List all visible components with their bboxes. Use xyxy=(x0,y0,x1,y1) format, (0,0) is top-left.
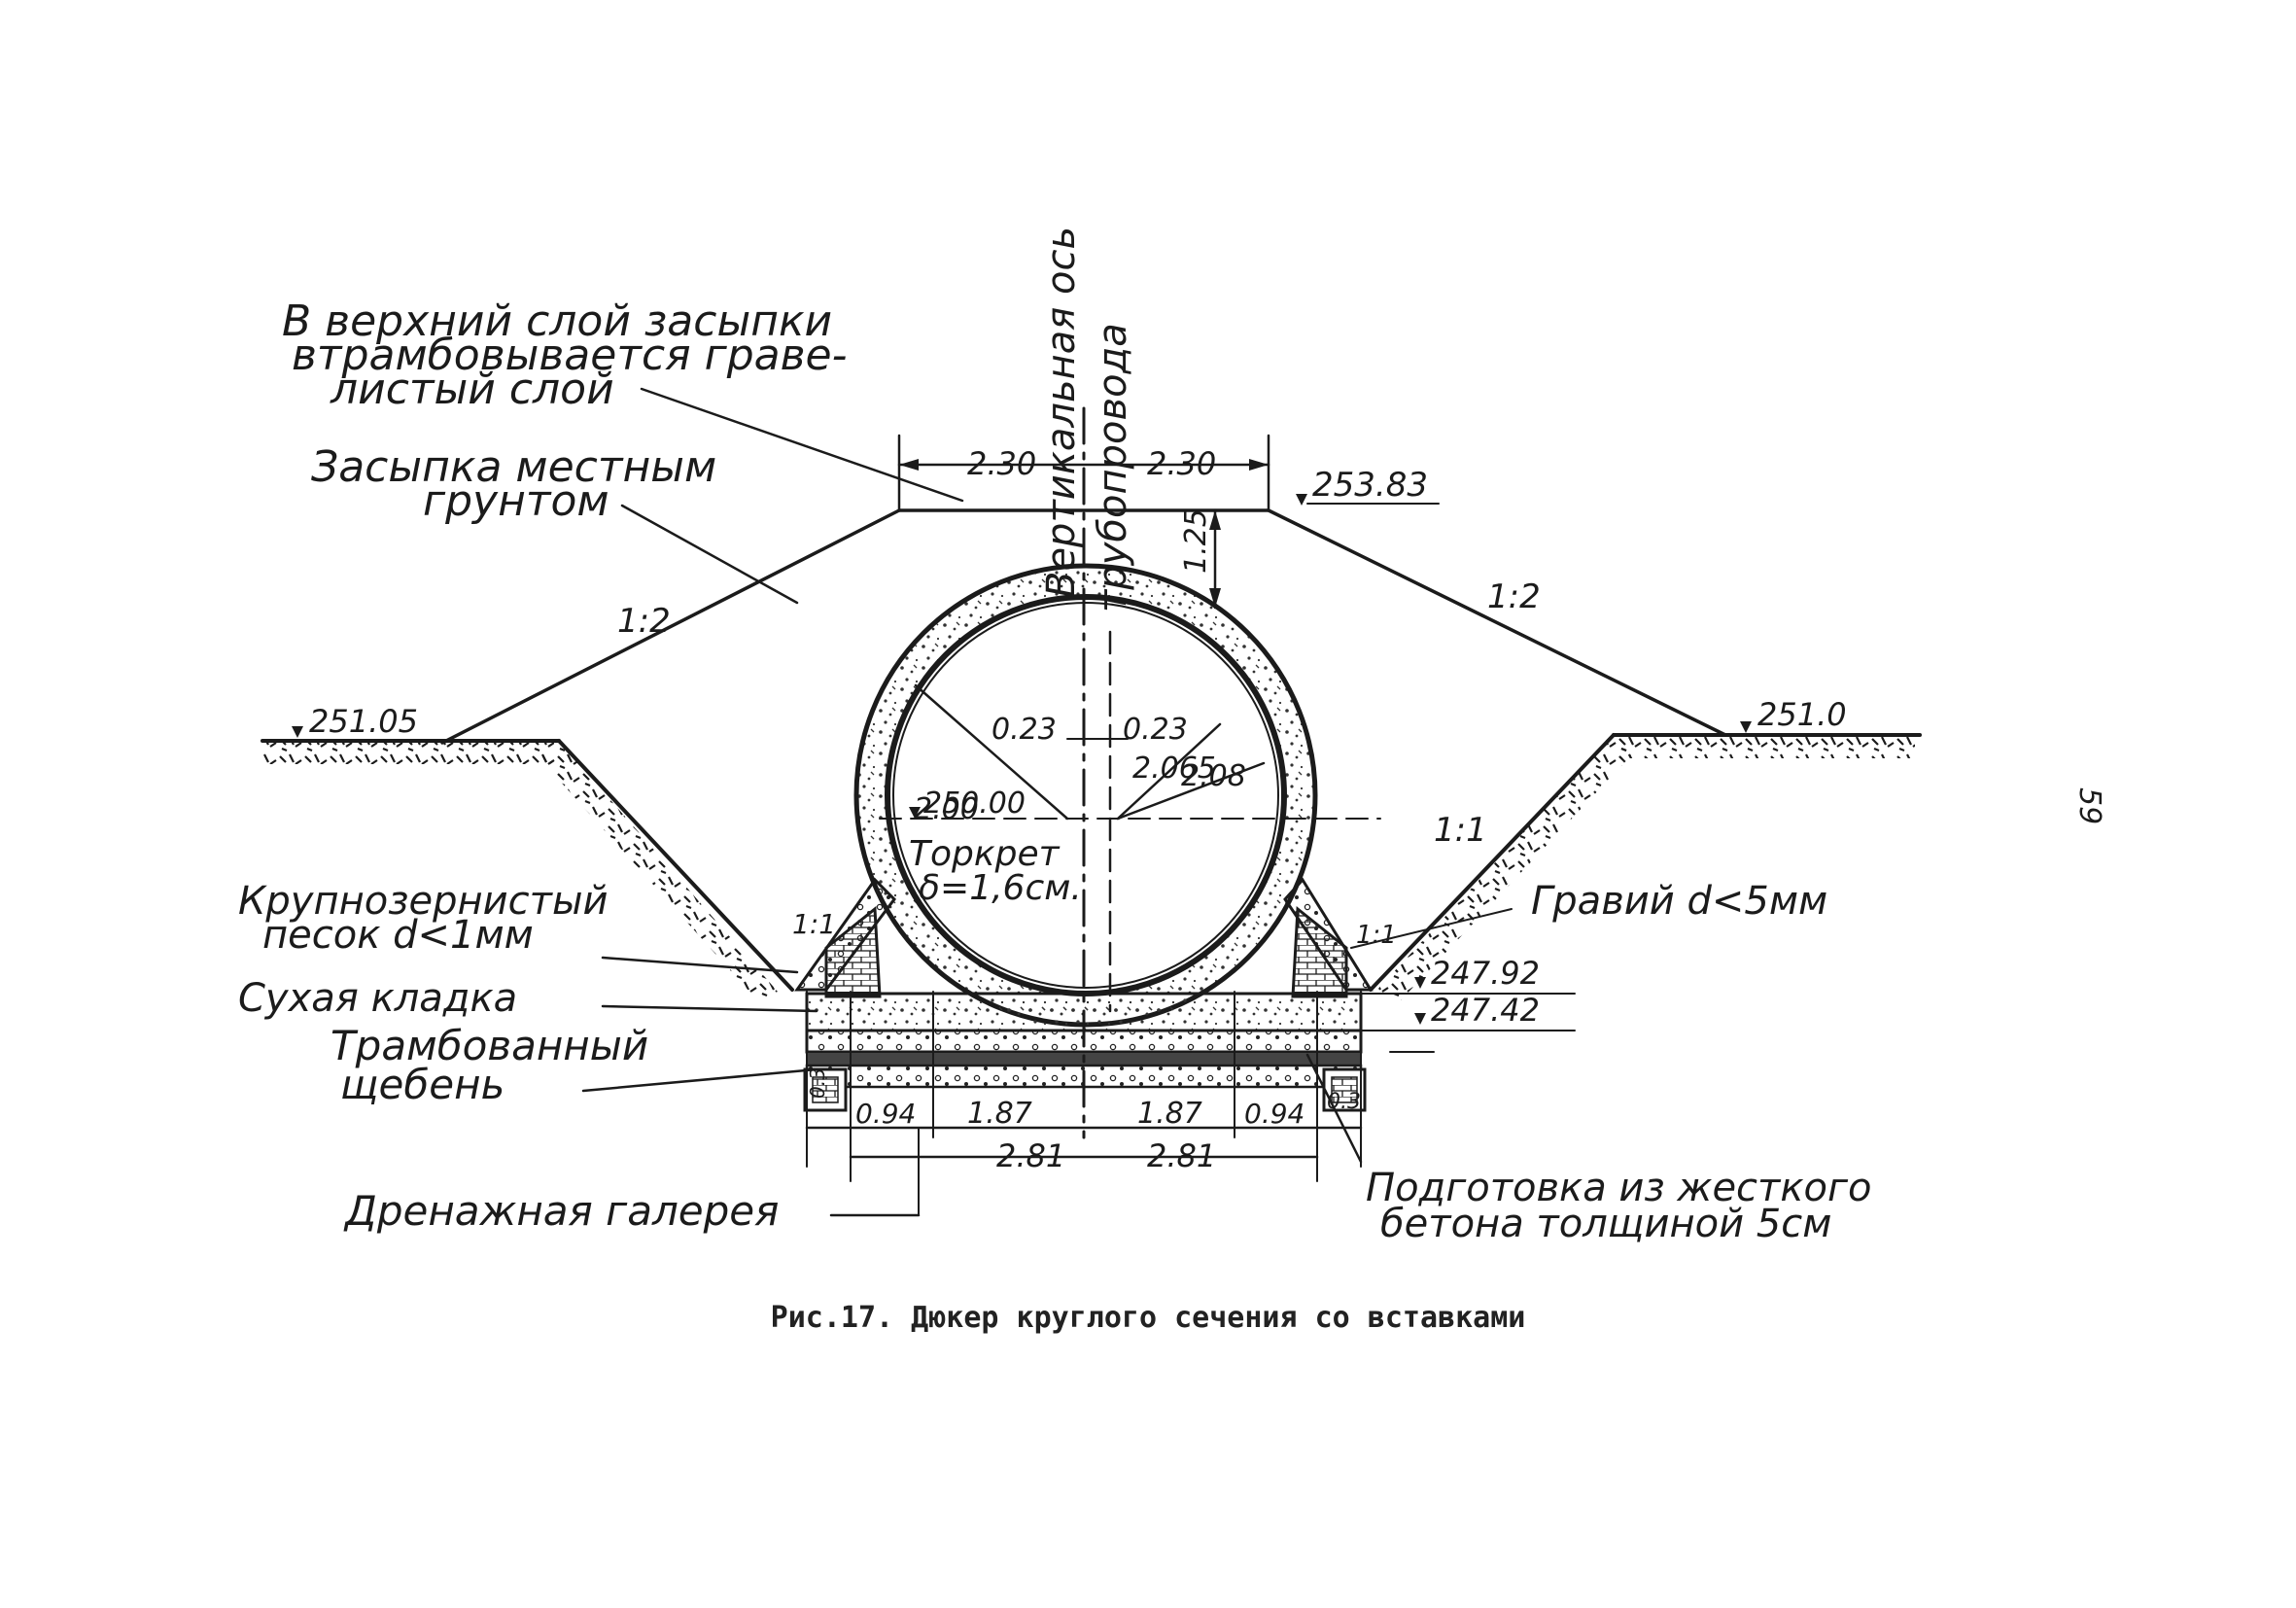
drain-gallery-label: Дренажная галерея xyxy=(343,1187,779,1235)
svg-text:Засыпка местным: Засыпка местным xyxy=(311,442,716,492)
elevation-ground-left: 251.05 xyxy=(292,703,418,740)
svg-text:2.08: 2.08 xyxy=(1181,759,1246,793)
svg-text:2.81: 2.81 xyxy=(996,1137,1065,1174)
svg-text:В верхний слой засыпки: В верхний слой засыпки xyxy=(282,297,832,346)
embankment-outline xyxy=(440,508,1727,745)
pipe xyxy=(853,563,1318,1028)
svg-text:1.25: 1.25 xyxy=(1179,508,1213,574)
ground-left xyxy=(261,739,561,764)
svg-text:1:2: 1:2 xyxy=(1487,577,1541,616)
svg-text:253.83: 253.83 xyxy=(1312,466,1428,505)
elevation-invert: 250.00 xyxy=(909,787,1026,821)
svg-text:δ=1,6см.: δ=1,6см. xyxy=(919,868,1082,908)
svg-text:251.05: 251.05 xyxy=(309,703,418,740)
coarse-sand-label: Крупнозернистый песок d<1мм xyxy=(238,879,609,958)
svg-text:250.00: 250.00 xyxy=(923,787,1026,821)
dry-masonry-right xyxy=(1283,877,1374,998)
svg-text:щебень: щебень xyxy=(340,1061,504,1108)
bed-elevation-lines xyxy=(1360,993,1576,1053)
vertical-axis-label: Вертикальная ось трубопровода xyxy=(1039,227,1135,612)
svg-text:1:1: 1:1 xyxy=(1434,811,1487,850)
svg-text:втрамбовывается граве-: втрамбовывается граве- xyxy=(292,331,848,380)
radius-lines xyxy=(914,683,1266,821)
svg-text:1:2: 1:2 xyxy=(617,602,671,641)
svg-text:1:1: 1:1 xyxy=(792,908,836,940)
top-dimension xyxy=(897,434,1270,512)
svg-text:247.92: 247.92 xyxy=(1431,955,1540,992)
drain-gallery-left xyxy=(803,1067,848,1112)
elevation-top: 253.83 xyxy=(1296,466,1440,506)
fine-gravel-label: Гравий d<5мм xyxy=(1531,879,1827,924)
concrete-prep-label: Подготовка из жесткого бетона толщиной 5… xyxy=(1366,1166,1871,1246)
svg-text:251.0: 251.0 xyxy=(1757,696,1847,733)
svg-text:247.42: 247.42 xyxy=(1431,992,1540,1029)
svg-text:0.23: 0.23 xyxy=(1123,713,1188,747)
svg-text:2.065: 2.065 xyxy=(1132,752,1216,786)
trench-wall-left xyxy=(539,739,794,1001)
dimension-values: 2.30 2.30 1.25 1:2 1:2 1:1 1:1 1:1 2.00 … xyxy=(617,445,1541,1174)
vertical-axis-line xyxy=(1082,406,1112,1139)
svg-text:2.30: 2.30 xyxy=(1147,445,1216,482)
svg-text:Торкрет: Торкрет xyxy=(909,834,1061,874)
leader-lines xyxy=(581,387,1513,1217)
svg-text:1:1: 1:1 xyxy=(1356,921,1397,950)
svg-text:Вертикальная ось: Вертикальная ось xyxy=(1039,227,1084,598)
svg-text:0.3: 0.3 xyxy=(1327,1090,1361,1114)
elevation-bed-top: 247.92 xyxy=(1414,955,1540,992)
elevation-bed-bottom: 247.42 xyxy=(1414,992,1540,1029)
page-number: 59 xyxy=(2072,787,2106,824)
svg-text:песок d<1мм: песок d<1мм xyxy=(262,913,534,958)
svg-text:0.3: 0.3 xyxy=(806,1067,829,1099)
svg-text:листый слой: листый слой xyxy=(330,365,614,414)
trench-wall-right xyxy=(1369,733,1633,1001)
figure-caption: Рис.17. Дюкер круглого сечения со вставк… xyxy=(770,1301,1526,1335)
local-backfill-label: Засыпка местным грунтом xyxy=(311,442,716,526)
svg-text:1.87: 1.87 xyxy=(967,1097,1032,1131)
cover-dimension xyxy=(1209,508,1221,610)
gravel-layer-note: В верхний слой засыпки втрамбовывается г… xyxy=(282,297,848,414)
rammed-gravel-label: Трамбованный щебень xyxy=(330,1022,648,1108)
svg-text:Подготовка из жесткого: Подготовка из жесткого xyxy=(1366,1166,1871,1210)
bottom-dimensions xyxy=(805,991,1363,1182)
svg-text:0.94: 0.94 xyxy=(855,1098,916,1130)
svg-text:0.23: 0.23 xyxy=(991,713,1057,747)
svg-text:2.81: 2.81 xyxy=(1147,1137,1216,1174)
svg-text:Крупнозернистый: Крупнозернистый xyxy=(238,879,609,924)
dry-masonry-label: Сухая кладка xyxy=(238,976,517,1021)
svg-text:бетона толщиной 5см: бетона толщиной 5см xyxy=(1380,1202,1831,1246)
svg-text:2.00: 2.00 xyxy=(914,792,979,826)
svg-text:2.30: 2.30 xyxy=(967,445,1036,482)
svg-text:грунтом: грунтом xyxy=(423,476,609,526)
ground-right xyxy=(1612,733,1922,758)
svg-text:1.87: 1.87 xyxy=(1137,1097,1202,1131)
svg-text:трубопровода: трубопровода xyxy=(1091,323,1135,612)
svg-text:Трамбованный: Трамбованный xyxy=(330,1022,648,1069)
torcret-label: Торкрет δ=1,6см. xyxy=(909,834,1082,908)
elevation-ground-right: 251.0 xyxy=(1740,696,1847,733)
svg-text:0.94: 0.94 xyxy=(1244,1098,1305,1130)
